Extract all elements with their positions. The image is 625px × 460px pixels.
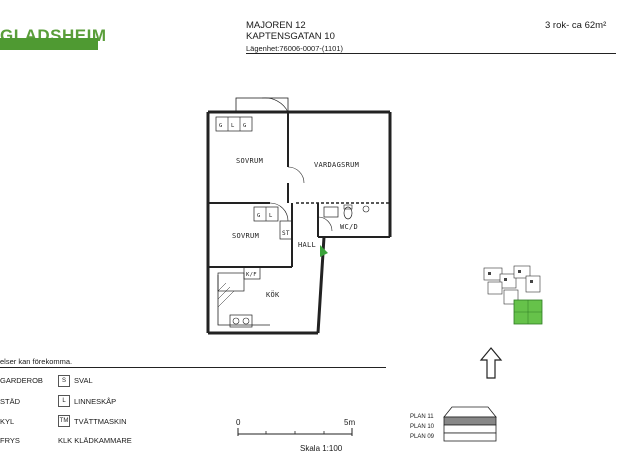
- room-label-living: VARDAGSRUM: [314, 161, 359, 169]
- floor-plan: SOVRUM VARDAGSRUM SOVRUM WC/D HALL KÖK S…: [206, 97, 392, 335]
- balcony-door-swing: [261, 97, 289, 113]
- apartment-size: 3 rok- ca 62m²: [545, 20, 607, 31]
- property-name: MAJOREN 12: [246, 20, 306, 31]
- scale-bar: [237, 428, 353, 436]
- entrance-marker-icon: [320, 245, 328, 257]
- legend-code-box: S: [58, 375, 70, 387]
- balcony: [235, 97, 289, 113]
- floor-current-highlight: [443, 416, 497, 426]
- scale-label: Skala 1:100: [300, 444, 343, 453]
- legend-item: LINNESKÅP: [74, 397, 117, 406]
- floor-label: PLAN 11: [410, 414, 434, 420]
- legend-note: elser kan förekomma.: [0, 357, 73, 366]
- room-label-bedroom1: SOVRUM: [236, 157, 263, 165]
- floor-stack-diagram: [443, 406, 497, 442]
- floor-label: PLAN 09: [410, 434, 435, 440]
- north-arrow-icon: [479, 347, 503, 379]
- brand-bar: [0, 38, 98, 50]
- legend-item: SVAL: [74, 376, 93, 385]
- building-locator-icon: [483, 265, 543, 325]
- room-label-fridge: K/F: [246, 272, 257, 278]
- room-label-wc: WC/D: [340, 223, 358, 231]
- legend-item: KYL: [0, 417, 15, 426]
- header-divider: [246, 53, 616, 54]
- room-label-storage: ST: [282, 230, 290, 237]
- scale-five: 5m: [344, 418, 356, 427]
- wardrobe-code: G: [257, 213, 261, 219]
- wardrobe-code: G: [219, 123, 223, 129]
- legend-code-box: L: [58, 395, 70, 407]
- wardrobe-code: L: [231, 123, 235, 129]
- room-label-bedroom2: SOVRUM: [232, 232, 259, 240]
- legend-divider: [0, 367, 386, 368]
- floor-label: PLAN 10: [410, 424, 435, 430]
- legend-item: KLK KLÄDKAMMARE: [58, 436, 132, 445]
- wardrobe-code: G: [243, 123, 247, 129]
- apartment-id: Lägenhet:76006-0007-(1101): [246, 44, 344, 53]
- legend-item: FRYS: [0, 436, 20, 445]
- street-address: KAPTENSGATAN 10: [246, 31, 335, 42]
- scale-zero: 0: [236, 418, 241, 427]
- legend-item: GARDEROB: [0, 376, 43, 385]
- room-label-hall: HALL: [298, 241, 316, 249]
- legend-item: STÄD: [0, 397, 21, 406]
- room-label-kitchen: KÖK: [266, 290, 280, 299]
- wardrobe-code: L: [269, 213, 273, 219]
- legend-code-box: TM: [58, 415, 70, 427]
- legend-item: TVÄTTMASKIN: [74, 417, 127, 426]
